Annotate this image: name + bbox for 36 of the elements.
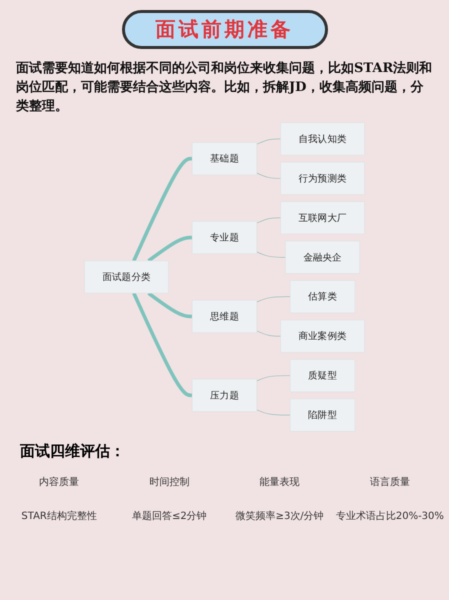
node-box: 商业案例类 [280, 320, 365, 353]
connector [132, 156, 192, 262]
metric-text: 单题回答≤2分钟 [131, 510, 208, 523]
connector [132, 292, 192, 398]
dimension-name: 时间控制 [148, 476, 190, 489]
metric-text: STAR结构完整性 [20, 510, 98, 523]
node-box: 金融央企 [285, 240, 360, 274]
node-box: 行为预测类 [280, 162, 365, 195]
connector [256, 375, 291, 382]
connector [256, 138, 281, 145]
node-box: 估算类 [290, 280, 356, 314]
metric-text: 微笑频率≥3次/分钟 [234, 510, 325, 523]
node-box: 质疑型 [290, 359, 356, 392]
connector [256, 252, 286, 258]
connector [256, 172, 281, 179]
node-box: 基础题 [192, 142, 258, 176]
node-box: 思维题 [192, 300, 258, 333]
dimension-name: 语言质量 [368, 476, 411, 489]
connector [256, 330, 281, 336]
connector [147, 292, 192, 318]
intro-paragraph: 面试需要知道如何根据不同的公司和岗位来收集问题，比如STAR法则和岗位匹配，可能需要结合这些内容。比如，拆解JD，收集高频问题，分类整理。 [16, 60, 433, 116]
connector [256, 218, 281, 224]
node-box: 面试题分类 [84, 260, 169, 294]
dimension-name: 能量表现 [258, 476, 301, 489]
section-heading: 面试四维评估： [20, 442, 126, 461]
node-box: 陷阱型 [290, 398, 356, 432]
title-banner: 面试前期准备 [122, 10, 328, 49]
connector [256, 296, 291, 302]
metric-text: 专业术语占比20%-30% [334, 510, 445, 523]
node-box: 压力题 [192, 378, 258, 412]
dimension-name: 内容质量 [38, 476, 80, 489]
node-box: 自我认知类 [280, 122, 365, 156]
connector [256, 409, 291, 416]
connector [147, 236, 192, 262]
node-box: 专业题 [192, 221, 258, 254]
node-box: 互联网大厂 [280, 201, 365, 234]
